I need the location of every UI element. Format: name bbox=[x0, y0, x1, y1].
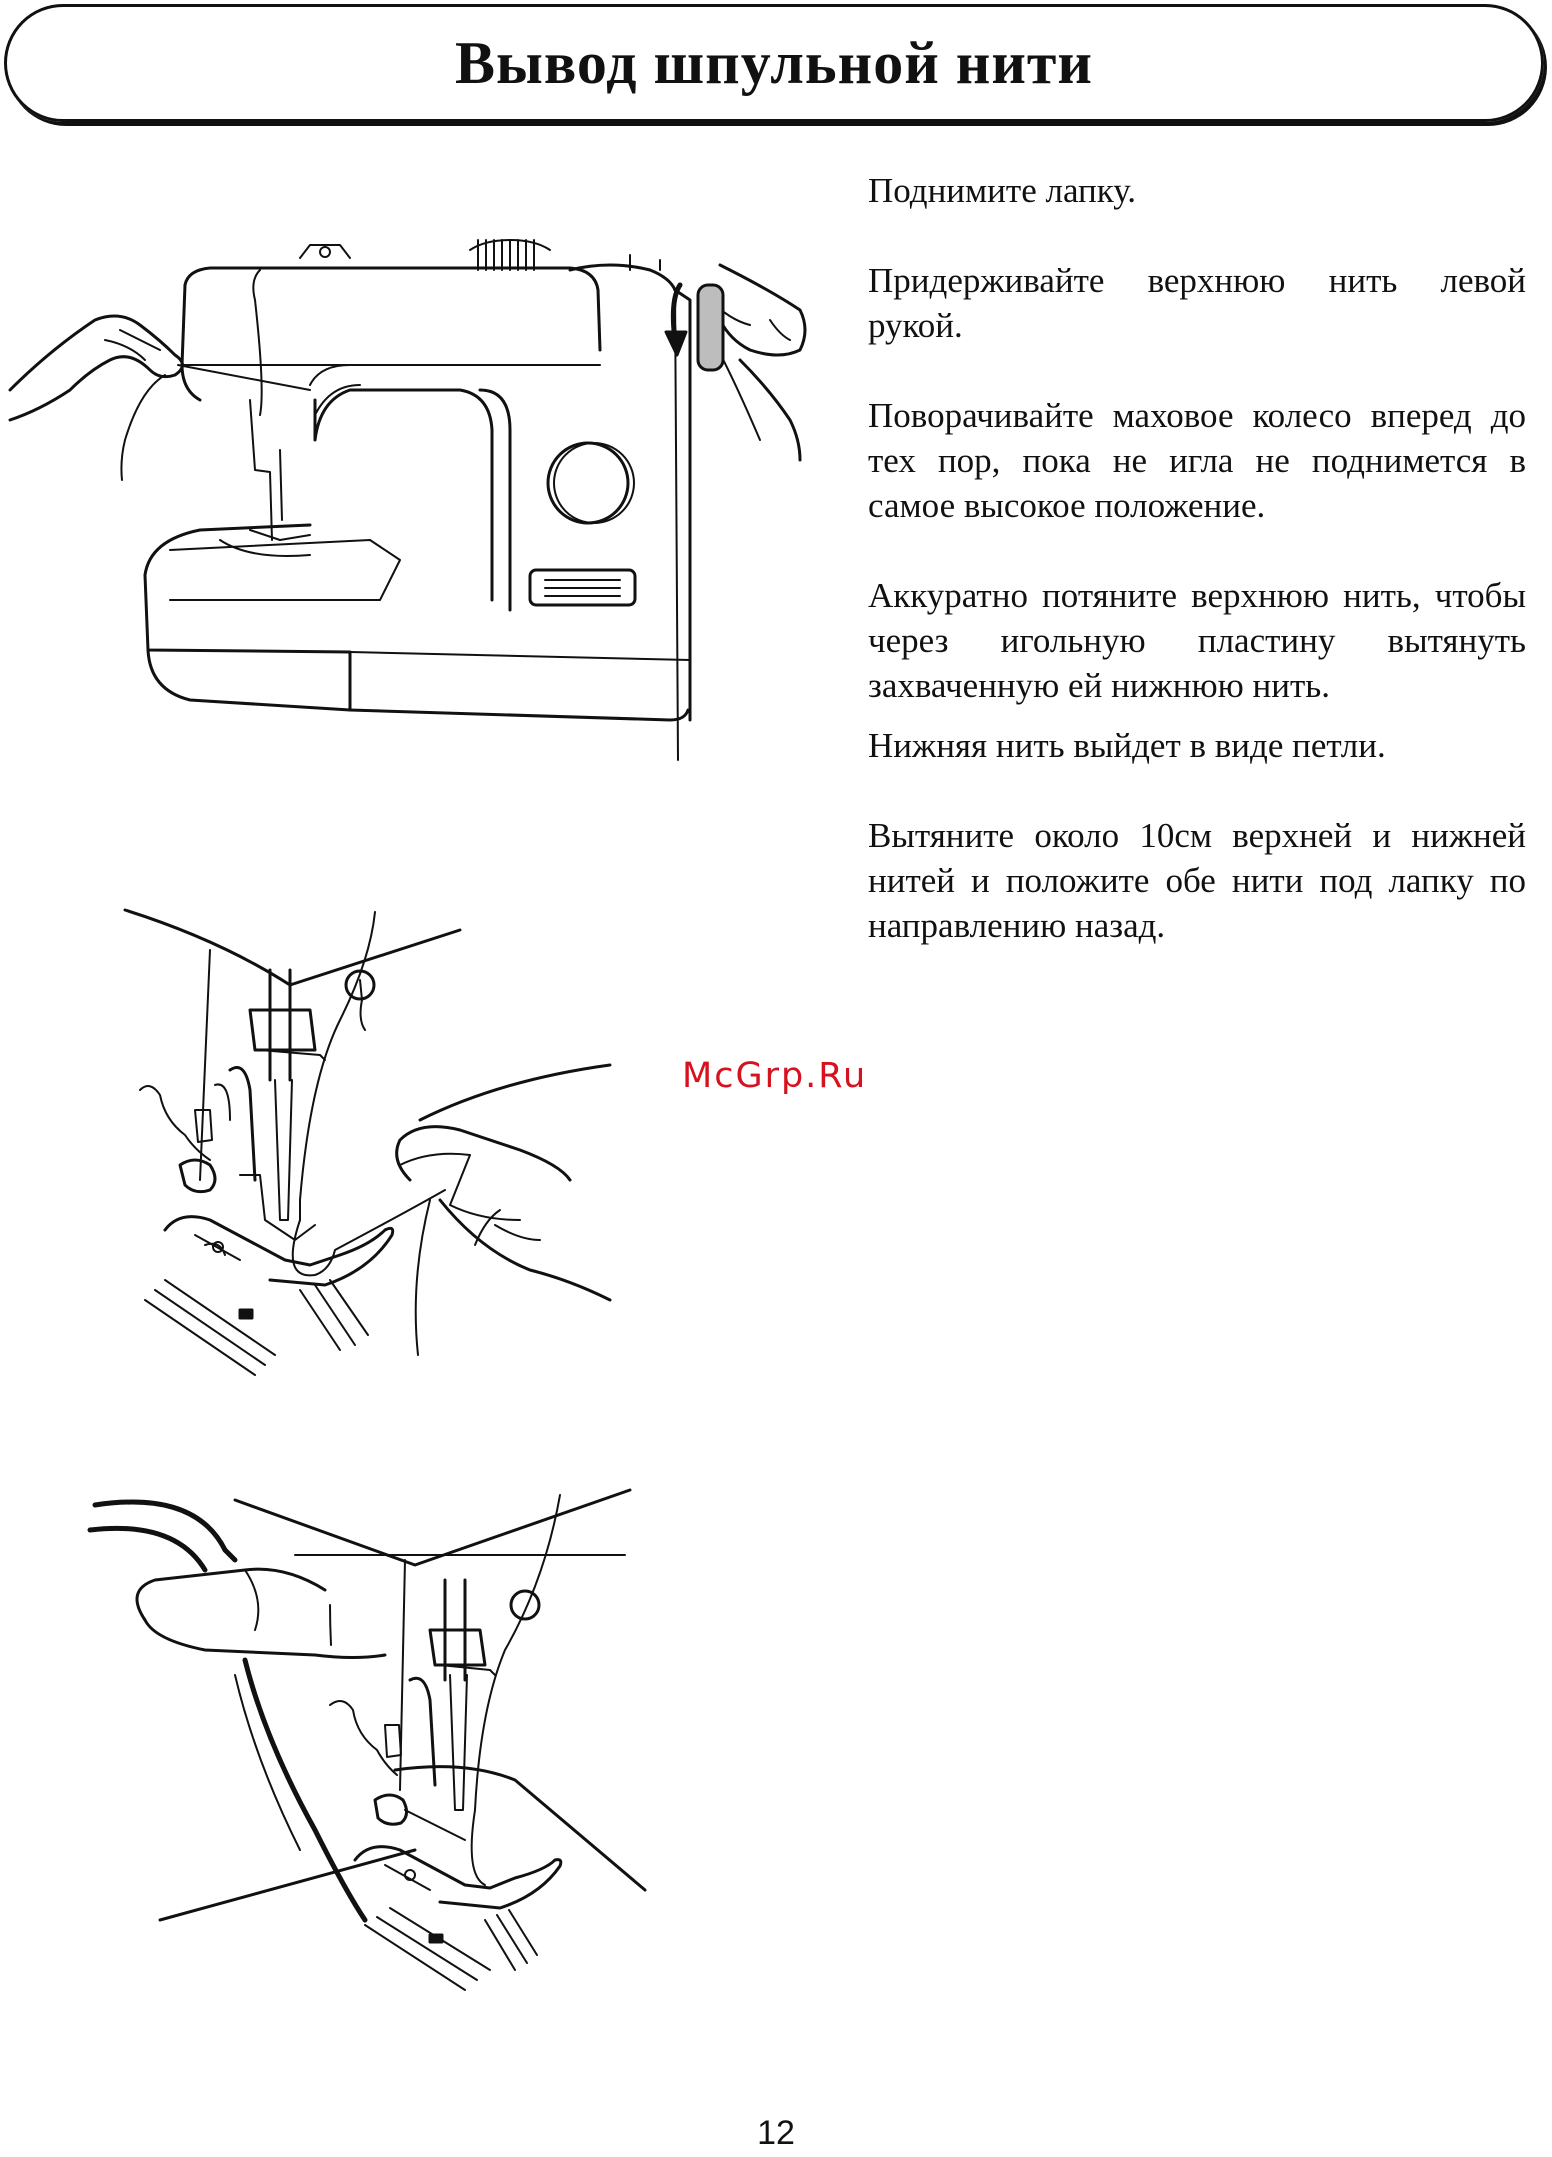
instruction-step: Поворачивайте маховое колесо вперед до т… bbox=[868, 396, 1526, 525]
presser-foot-loop-icon bbox=[123, 908, 612, 1376]
page-number: 12 bbox=[757, 2114, 795, 2152]
page-title: Вывод шпульной нити bbox=[455, 29, 1093, 96]
instruction-step: Аккуратно потяните верхнюю нить, чтобы ч… bbox=[868, 576, 1526, 705]
watermark: McGrp.Ru bbox=[682, 1056, 868, 1096]
instruction-step: Вытяните около 10см верхней и нижней нит… bbox=[868, 816, 1526, 945]
instructions: Поднимите лапку. Придерживайте верхнюю н… bbox=[868, 168, 1526, 993]
title-banner: Вывод шпульной нити bbox=[4, 4, 1544, 122]
sewing-machine-icon bbox=[8, 239, 807, 761]
instruction-step: Придерживайте верхнюю нить левой рукой. bbox=[868, 261, 1526, 345]
instruction-step: Поднимите лапку. bbox=[868, 171, 1137, 210]
instruction-step: Нижняя нить выйдет в виде петли. bbox=[868, 726, 1386, 765]
presser-foot-threads-back-icon bbox=[87, 1488, 647, 1991]
